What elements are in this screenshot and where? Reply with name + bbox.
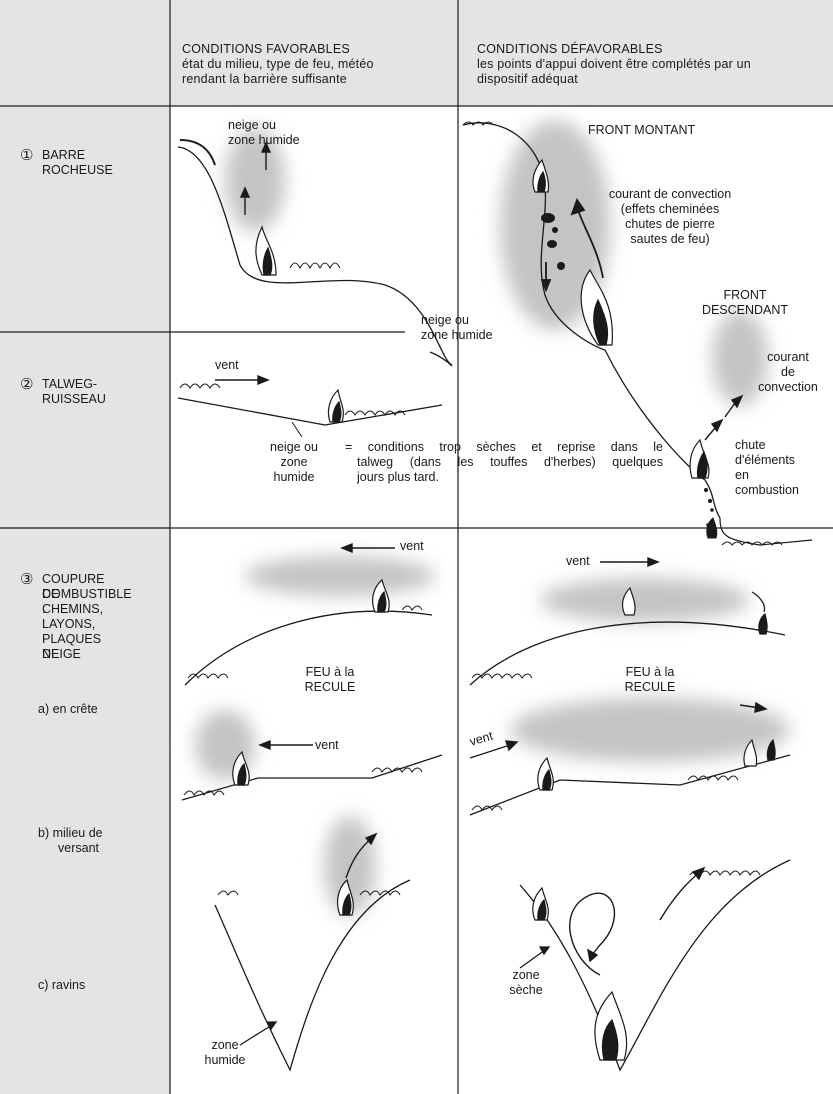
wind-arrow-r3b-fav [260,741,313,749]
wind-arrow-r3a-unfav [600,558,658,566]
label-line: courant de convection [600,187,740,202]
label-conditions-seches: = conditions trop sèches et reprise dans… [345,440,663,485]
label-vent: vent [315,738,339,753]
row-label-line: RUISSEAU [42,392,106,407]
midslope-unfavorable [470,755,790,815]
label-line: RECULE [290,680,370,695]
label-line: courant [748,350,828,365]
label-zone-seche: zone sèche [500,968,552,998]
label-line: RECULE [605,680,695,695]
flame-descendant [690,440,709,478]
sub-label-milieu-versant: b) milieu de versant [38,826,103,856]
convection-loop [570,893,615,975]
label-courant-convection: courant de convection [748,350,828,395]
row-number: ① [20,148,33,163]
flame-unfav-big [581,270,612,345]
sub-label-crete: a) en crête [38,702,98,717]
label-line: neige ou [260,440,328,455]
row-label-line: TALWEG- [42,377,97,392]
label-line: convection [748,380,828,395]
descendant-arrows [705,396,742,440]
header-unfavorable-desc-line: dispositif adéquat [477,72,827,87]
talweg-favorable [178,384,442,425]
label-zone-humide: zone humide [195,1038,255,1068]
label-line: zone [260,455,328,470]
label-feu-recule: FEU à la RECULE [605,665,695,695]
wind-arrow-r2 [215,376,268,384]
sub-label-line: b) milieu de [38,826,103,841]
row-number: ② [20,377,33,392]
row-label-line: BARRE [42,148,85,163]
label-neige-zone-humide: neige ou zone humide [421,313,493,343]
header-favorable-title: CONDITIONS FAVORABLES [182,42,452,57]
pointer-zone-seche [520,947,549,968]
ravine-unfavorable [520,860,790,1070]
sub-label-line: versant [38,841,103,856]
ember-flame [707,518,717,538]
header-favorable-desc-line: état du milieu, type de feu, météo [182,57,452,72]
flame-row1-fav [256,227,276,275]
label-courant-convection: courant de convection (effets cheminées … [600,187,740,247]
row-label-line: ROCHEUSE [42,163,113,178]
header-unfavorable-title: CONDITIONS DÉFAVORABLES [477,42,827,57]
pointer-neige [292,422,302,437]
label-front-descendant: FRONT DESCENDANT [695,288,795,318]
label-vent: vent [566,554,590,569]
label-line: zone [500,968,552,983]
header-unfavorable-desc-line: les points d'appui doivent être complété… [477,57,827,72]
header-favorable-desc-line: rendant la barrière suffisante [182,72,452,87]
label-chute-elements: chute d'éléments en combustion [735,438,799,498]
label-line: chutes de pierre [600,217,740,232]
sub-label-ravins: c) ravins [38,978,85,993]
header-unfavorable: CONDITIONS DÉFAVORABLES les points d'app… [477,42,827,87]
label-line: zone [195,1038,255,1053]
label-line: zone humide [228,133,300,148]
base-slope-unfav [720,518,812,545]
label-line: talweg (dans les touffes d'herbes) quelq… [345,455,663,470]
convection-arrow-ravine-unfav [660,868,704,920]
row-label-line: LAYONS, [42,617,95,632]
label-front-montant: FRONT MONTANT [588,123,695,138]
label-line: chute [735,438,799,453]
label-neige-zone-humide: neige ou zone humide [260,440,328,485]
row-label-line: CHEMINS, [42,602,103,617]
label-line: combustion [735,483,799,498]
label-line: (effets cheminées [600,202,740,217]
label-line: FEU à la [605,665,695,680]
label-neige-zone-humide: neige ou zone humide [228,118,300,148]
label-line: humide [260,470,328,485]
label-line: neige ou [421,313,493,328]
label-line: DESCENDANT [695,303,795,318]
label-line: neige ou [228,118,300,133]
label-vent: vent [215,358,239,373]
label-line: FRONT [695,288,795,303]
wind-arrow-r3a-fav [342,544,395,552]
label-line: sèche [500,983,552,998]
label-line: humide [195,1053,255,1068]
label-line: de [748,365,828,380]
row-label-line: NEIGE [42,647,81,662]
label-line: FEU à la [290,665,370,680]
label-line: jours plus tard. [345,470,663,485]
descend-arrow [752,592,765,612]
row-number: ③ [20,572,33,587]
label-line: d'éléments [735,453,799,468]
label-line: = conditions trop sèches et reprise dans… [345,440,663,455]
label-line: sautes de feu) [600,232,740,247]
label-line: en [735,468,799,483]
label-line: zone humide [421,328,493,343]
label-feu-recule: FEU à la RECULE [290,665,370,695]
flame-talweg [328,390,343,422]
label-vent: vent [400,539,424,554]
header-favorable: CONDITIONS FAVORABLES état du milieu, ty… [182,42,452,87]
